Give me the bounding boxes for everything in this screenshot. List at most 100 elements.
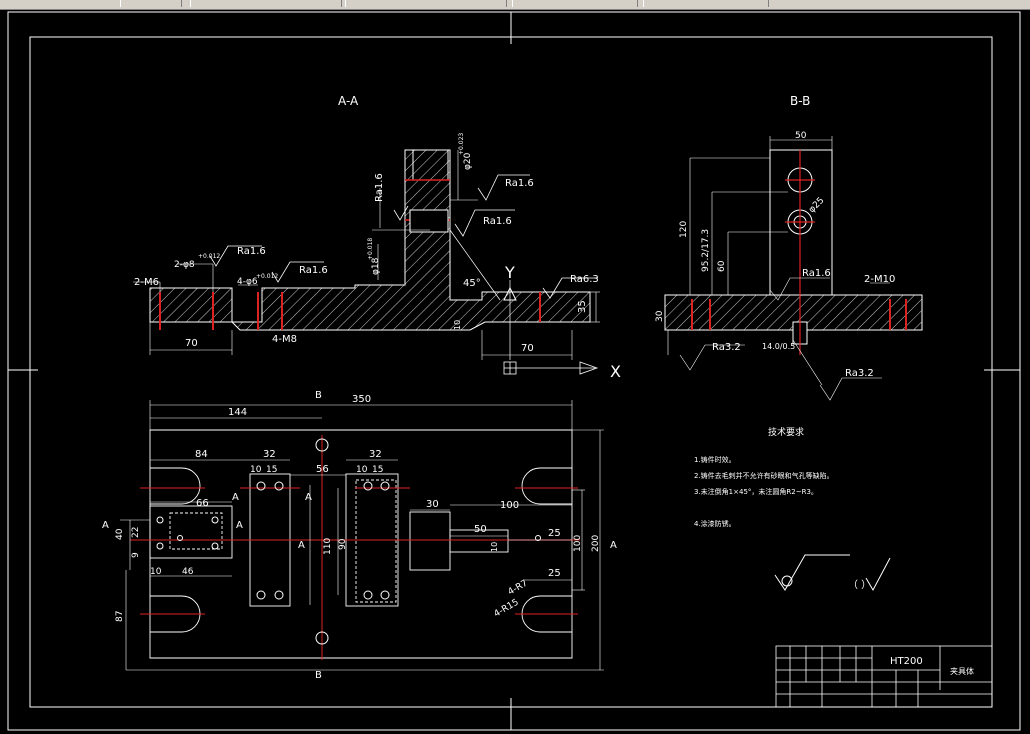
dim-label: 15 <box>266 465 277 475</box>
dim-label: +0.012 <box>198 253 220 260</box>
dim-label: 30 <box>426 499 439 510</box>
dim-label: 200 <box>591 535 601 552</box>
dim-label: 10 <box>250 465 262 475</box>
dim-label: 10 <box>356 465 368 475</box>
dim-label: 350 <box>352 394 371 405</box>
drawing-canvas[interactable]: A-A <box>0 10 1030 734</box>
dim-label: 87 <box>115 611 125 622</box>
dim-label: 4-R15 <box>493 598 521 620</box>
dim-label: 110 <box>323 538 333 555</box>
toolbar-button[interactable] <box>190 0 342 7</box>
toolbar-strip <box>0 0 1030 10</box>
title-block-name: 夹具体 <box>950 666 974 676</box>
dim-label: 4-M8 <box>272 334 297 345</box>
dim-label: 40 <box>115 528 125 540</box>
dim-label: 10 <box>453 320 462 330</box>
sheet-border-outer <box>7 11 1021 731</box>
roughness-label: Ra3.2 <box>845 368 874 379</box>
dim-label: φ18 <box>371 257 381 275</box>
toolbar-button[interactable] <box>643 0 769 7</box>
tech-req-item: 1.铸件时效。 <box>694 455 736 464</box>
dim-label: 60 <box>717 260 727 272</box>
roughness-label: Ra3.2 <box>712 342 741 353</box>
dim-label: 9 <box>131 552 141 558</box>
plan-centerlines <box>130 435 580 660</box>
dim-label: +0.018 <box>367 238 374 260</box>
dim-label: 84 <box>195 449 208 460</box>
dim-label: 10 <box>150 567 162 577</box>
dim-label: 70 <box>185 338 198 349</box>
plan-view <box>149 429 573 659</box>
section-marker: B <box>315 390 322 401</box>
dim-label: 25 <box>548 528 561 539</box>
roughness-label: Ra1.6 <box>802 268 831 279</box>
dim-label: 25 <box>548 568 561 579</box>
dim-label: 10 <box>490 542 499 552</box>
section-bb-title: B-B <box>790 94 810 108</box>
dim-label: 46 <box>182 567 194 577</box>
dim-label: 4-φ6 <box>237 277 258 287</box>
dim-label: 100 <box>573 535 583 552</box>
roughness-note <box>774 554 891 592</box>
section-marker: A <box>102 520 109 531</box>
dim-label: 22 <box>131 527 141 538</box>
section-bb-body <box>664 136 923 401</box>
toolbar-button[interactable] <box>120 0 182 7</box>
roughness-label: Ra1.6 <box>483 216 512 227</box>
dim-label: 120 <box>679 221 689 238</box>
dim-label: 15 <box>372 465 383 475</box>
section-marker: A <box>610 540 617 551</box>
title-block <box>775 645 993 708</box>
dim-label: φ20 <box>463 152 473 170</box>
dim-label: 4-R7 <box>507 578 530 597</box>
section-aa-body <box>149 149 600 360</box>
roughness-label: Ra1.6 <box>374 173 385 202</box>
roughness-label: Ra1.6 <box>505 178 534 189</box>
dim-label: 2-φ8 <box>174 260 195 270</box>
dim-label: +0.023 <box>458 133 465 155</box>
ucs-icon <box>503 361 599 375</box>
roughness-label: Ra6.3 <box>570 274 599 285</box>
roughness-label: Ra1.6 <box>237 246 266 257</box>
dim-label: 45° <box>463 278 481 289</box>
section-marker: A <box>232 492 239 503</box>
dim-label: 100 <box>500 500 519 511</box>
leader-lines-aa <box>133 150 478 292</box>
roughness-note-text: （ ） <box>848 579 871 591</box>
section-marker: A <box>298 540 305 551</box>
cad-drawing: A-A <box>7 11 1021 731</box>
plan-holes <box>156 438 541 645</box>
section-aa-title: A-A <box>338 94 359 108</box>
dim-label: 70 <box>521 343 534 354</box>
dim-label: φ25 <box>807 196 826 215</box>
dim-label: 56 <box>316 464 329 475</box>
dim-label: 50 <box>474 524 487 535</box>
dim-label: 35 <box>577 300 588 313</box>
tech-req-item: 4.涂漆防锈。 <box>694 519 736 528</box>
dim-label: +0.012 <box>256 273 278 280</box>
dim-label: 144 <box>228 407 247 418</box>
roughness-label: Ra1.6 <box>299 265 328 276</box>
dim-label: 50 <box>795 131 807 141</box>
dim-label: 66 <box>196 498 209 509</box>
toolbar-button[interactable] <box>345 0 507 7</box>
roughness-symbols-aa <box>209 174 598 299</box>
toolbar-button[interactable] <box>512 0 638 7</box>
dim-label: 2-M10 <box>864 274 895 285</box>
section-marker: A <box>236 520 243 531</box>
dim-label: 2-M6 <box>134 277 159 288</box>
tech-req-item: 2.铸件去毛刺并不允许有砂眼和气孔等缺陷。 <box>694 471 834 480</box>
axis-label: X <box>610 362 621 381</box>
section-marker: A <box>305 492 312 503</box>
tech-req-item: 3.未注倒角1×45°，未注圆角R2~R3。 <box>694 487 818 496</box>
dim-label: 95.2/17.3 <box>701 229 711 272</box>
dim-label: 32 <box>263 449 276 460</box>
dim-label: 30 <box>655 310 665 322</box>
dim-label: 32 <box>369 449 382 460</box>
section-marker: B <box>315 670 322 681</box>
dim-label: 14.0/0.5 <box>762 342 795 351</box>
title-block-material: HT200 <box>890 656 923 667</box>
dim-label: 90 <box>338 538 348 550</box>
tech-req-title: 技术要求 <box>768 426 804 438</box>
plan-dimension-lines <box>120 400 604 671</box>
